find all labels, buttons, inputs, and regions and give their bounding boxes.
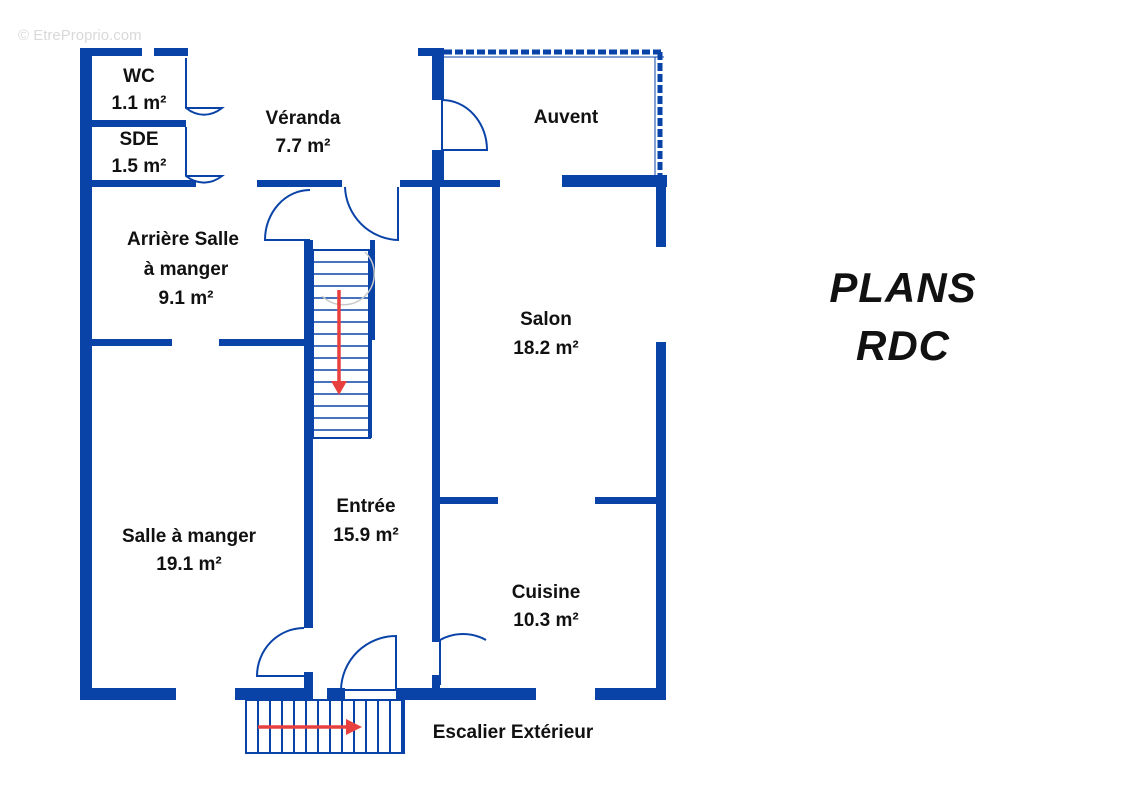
- plan-title-line1: PLANS: [829, 264, 976, 311]
- door-veranda: [441, 99, 489, 151]
- auvent-border: [444, 49, 664, 175]
- arrow-down-icon: [331, 381, 347, 395]
- wall: [80, 48, 92, 700]
- door-wc: [185, 58, 225, 116]
- room-escalier-name: Escalier Extérieur: [433, 722, 594, 743]
- plan-title-line2: RDC: [856, 322, 950, 369]
- room-labels: WC 1.1 m² SDE 1.5 m² Véranda 7.7 m² Auve…: [112, 66, 599, 743]
- exterior-staircase: [245, 699, 405, 754]
- room-cuisine-area: 10.3 m²: [513, 610, 578, 631]
- wall: [418, 48, 442, 56]
- room-arriere-name2: à manger: [144, 259, 229, 280]
- door-arriere: [263, 189, 311, 241]
- room-salon-area: 18.2 m²: [513, 338, 578, 359]
- door-sde: [185, 127, 225, 184]
- walls: [80, 48, 667, 700]
- wall: [370, 240, 375, 340]
- wall: [92, 48, 142, 56]
- wall: [219, 339, 305, 346]
- wall: [304, 672, 313, 700]
- wall: [92, 339, 172, 346]
- wall: [154, 48, 188, 56]
- wall: [595, 497, 656, 504]
- wall: [440, 497, 498, 504]
- wall: [304, 240, 313, 628]
- room-veranda-area: 7.7 m²: [276, 136, 331, 157]
- room-veranda-name: Véranda: [266, 108, 341, 129]
- wall: [400, 180, 500, 187]
- room-sde-name: SDE: [119, 129, 158, 150]
- wall: [235, 688, 313, 700]
- room-entree-area: 15.9 m²: [333, 525, 398, 546]
- room-salon-name: Salon: [520, 309, 572, 330]
- wall: [656, 187, 666, 247]
- wall: [562, 175, 667, 187]
- wall: [432, 187, 440, 642]
- doors: [185, 58, 489, 691]
- wall: [92, 180, 196, 187]
- wall: [396, 688, 536, 700]
- wall: [432, 48, 444, 100]
- room-arriere-name1: Arrière Salle: [127, 229, 239, 250]
- wall: [257, 180, 342, 187]
- room-salle-area: 19.1 m²: [156, 554, 221, 575]
- door-cuisine: [439, 633, 487, 685]
- room-cuisine-name: Cuisine: [512, 582, 581, 603]
- door-salle: [255, 627, 305, 677]
- wall: [595, 688, 666, 700]
- arrow-right-icon: [346, 719, 362, 735]
- wall: [80, 688, 176, 700]
- room-arriere-area: 9.1 m²: [159, 288, 214, 309]
- wall: [92, 120, 186, 127]
- room-wc-area: 1.1 m²: [112, 93, 167, 114]
- wall: [656, 342, 666, 700]
- room-salle-name: Salle à manger: [122, 526, 257, 547]
- wall: [432, 150, 444, 187]
- interior-staircase: [312, 249, 375, 439]
- door-front: [339, 634, 397, 691]
- door-entree-top: [344, 186, 399, 242]
- room-auvent-name: Auvent: [534, 107, 599, 128]
- wall: [432, 675, 440, 688]
- room-sde-area: 1.5 m²: [112, 156, 167, 177]
- room-wc-name: WC: [123, 66, 155, 87]
- room-entree-name: Entrée: [336, 496, 395, 517]
- watermark: © EtreProprio.com: [18, 27, 142, 44]
